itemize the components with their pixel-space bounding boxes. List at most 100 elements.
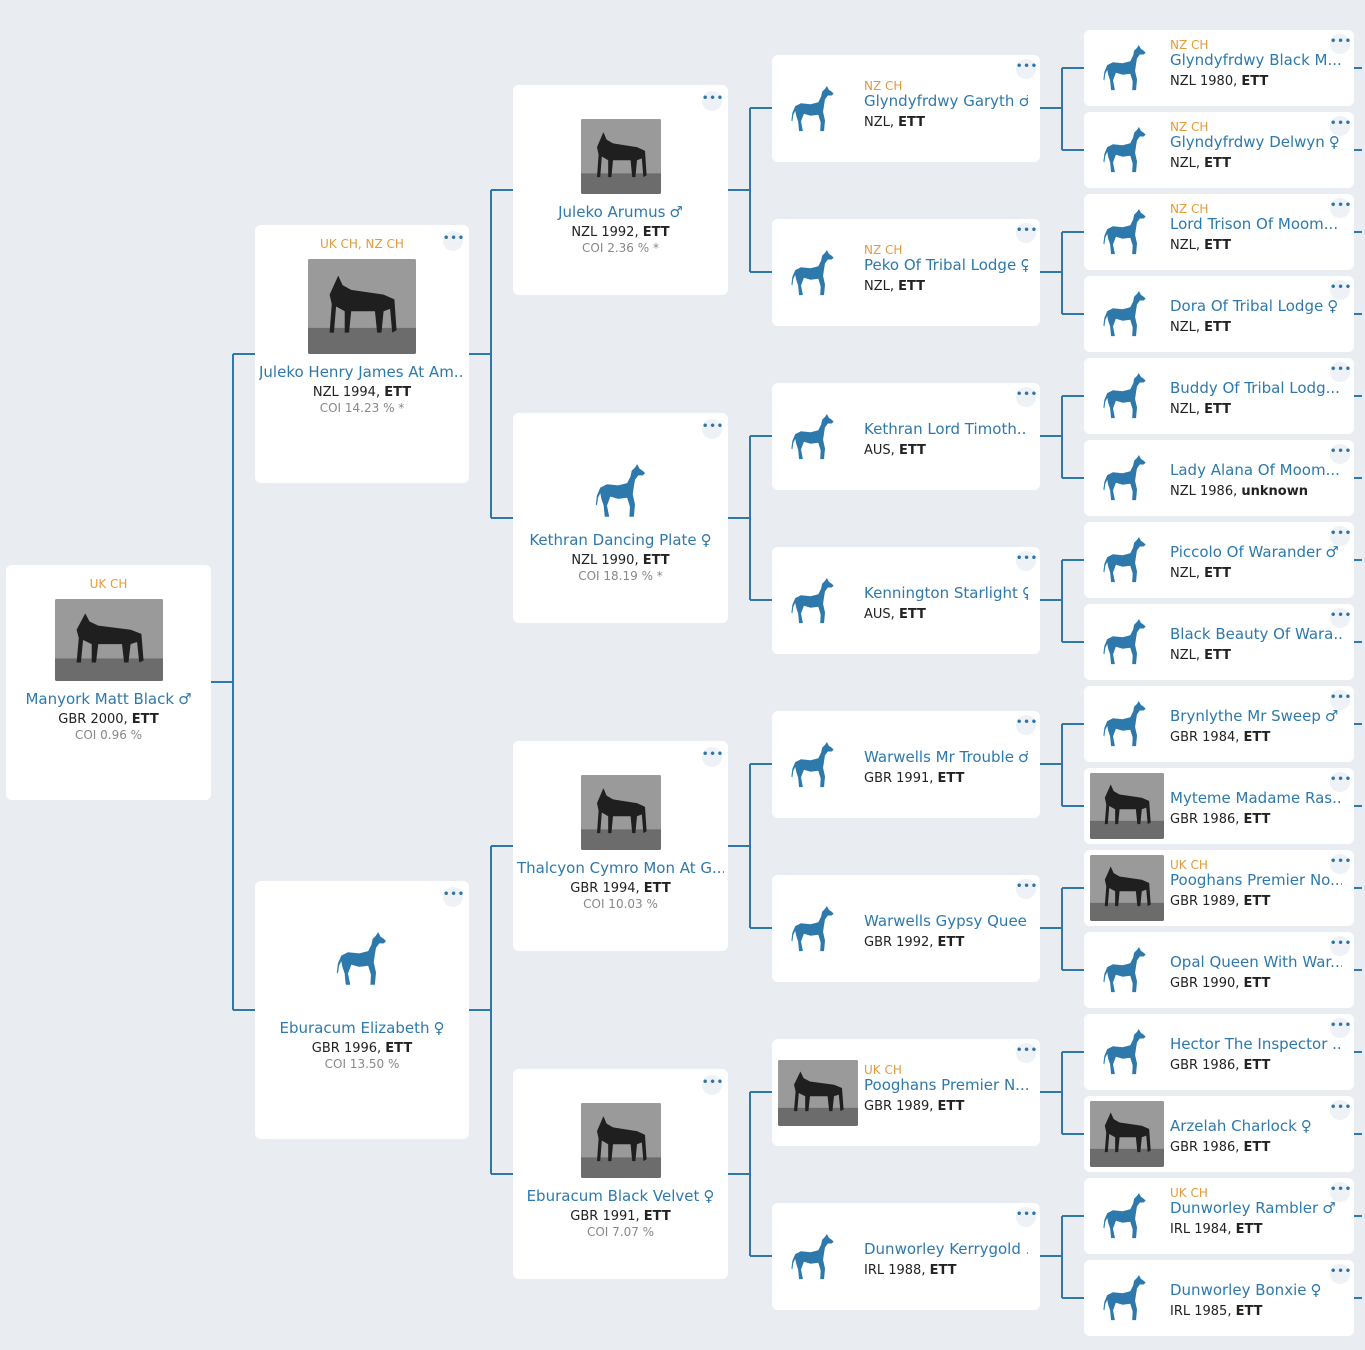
more-options-icon[interactable]: ••• — [1016, 387, 1037, 407]
more-options-icon[interactable]: ••• — [1330, 772, 1351, 792]
dog-name[interactable]: Warwells Mr Trouble♂ — [864, 747, 1028, 767]
more-options-icon[interactable]: ••• — [1330, 1018, 1351, 1038]
more-options-icon[interactable]: ••• — [1016, 1207, 1037, 1227]
dog-name[interactable]: Opal Queen With War... — [1170, 952, 1342, 972]
more-options-icon[interactable]: ••• — [1016, 223, 1037, 243]
dog-name[interactable]: Kethran Lord Timoth... — [864, 419, 1028, 439]
country-year: NZL 1990, — [571, 553, 643, 568]
dog-name[interactable]: Buddy Of Tribal Lodg... — [1170, 378, 1342, 398]
more-options-icon[interactable]: ••• — [702, 91, 723, 111]
pedigree-card[interactable]: •••Opal Queen With War...GBR 1990, ETT — [1084, 932, 1354, 1008]
dog-name[interactable]: Warwells Gypsy Quee... — [864, 911, 1028, 931]
pedigree-card[interactable]: •••Warwells Mr Trouble♂GBR 1991, ETT — [772, 711, 1040, 818]
dog-info: GBR 1989, ETT — [864, 1098, 964, 1115]
pedigree-card[interactable]: •••Arzelah Charlock♀GBR 1986, ETT — [1084, 1096, 1354, 1172]
more-options-icon[interactable]: ••• — [702, 419, 723, 439]
more-options-icon[interactable]: ••• — [1330, 280, 1351, 300]
more-options-icon[interactable]: ••• — [1330, 936, 1351, 956]
dog-name[interactable]: Brynlythe Mr Sweep♂ — [1170, 706, 1342, 726]
pedigree-card[interactable]: •••Thalcyon Cymro Mon At G...GBR 1994, E… — [513, 741, 728, 951]
dog-name[interactable]: Dunworley Kerrygold ... — [864, 1239, 1028, 1259]
dog-name[interactable]: Manyork Matt Black♂ — [10, 689, 207, 709]
more-options-icon[interactable]: ••• — [1330, 526, 1351, 546]
dog-name[interactable]: Kethran Dancing Plate♀ — [517, 530, 724, 550]
more-options-icon[interactable]: ••• — [1330, 34, 1351, 54]
dog-name[interactable]: Dunworley Bonxie♀ — [1170, 1280, 1342, 1300]
pedigree-card[interactable]: •••Buddy Of Tribal Lodg...NZL, ETT — [1084, 358, 1354, 434]
more-options-icon[interactable]: ••• — [1330, 198, 1351, 218]
dog-name[interactable]: Glyndyfrdwy Black M... — [1170, 50, 1342, 70]
more-options-icon[interactable]: ••• — [1330, 362, 1351, 382]
more-options-icon[interactable]: ••• — [702, 1075, 723, 1095]
dog-name[interactable]: Peko Of Tribal Lodge♀ — [864, 255, 1028, 275]
more-options-icon[interactable]: ••• — [1330, 1100, 1351, 1120]
dog-name[interactable]: Arzelah Charlock♀ — [1170, 1116, 1342, 1136]
pedigree-card[interactable]: •••Warwells Gypsy Quee...GBR 1992, ETT — [772, 875, 1040, 982]
pedigree-card[interactable]: •••Lady Alana Of Moom...NZL 1986, unknow… — [1084, 440, 1354, 516]
dog-name[interactable]: Dunworley Rambler♂ — [1170, 1198, 1342, 1218]
country-year: GBR 1989, — [864, 1099, 938, 1114]
pedigree-card[interactable]: •••Myteme Madame Ras...GBR 1986, ETT — [1084, 768, 1354, 844]
more-options-icon[interactable]: ••• — [1016, 1043, 1037, 1063]
title-badge: NZ CH — [1170, 120, 1209, 134]
dog-name[interactable]: Piccolo Of Warander♂ — [1170, 542, 1342, 562]
more-options-icon[interactable]: ••• — [1016, 715, 1037, 735]
dog-name[interactable]: Kennington Starlight♀ — [864, 583, 1028, 603]
pedigree-card[interactable]: •••Dora Of Tribal Lodge♀NZL, ETT — [1084, 276, 1354, 352]
dog-silhouette-icon — [1102, 454, 1148, 506]
more-options-icon[interactable]: ••• — [702, 747, 723, 767]
dog-name[interactable]: Black Beauty Of Wara... — [1170, 624, 1342, 644]
dog-name[interactable]: Glyndyfrdwy Garyth♂ — [864, 91, 1028, 111]
more-options-icon[interactable]: ••• — [443, 231, 464, 251]
more-options-icon[interactable]: ••• — [1330, 690, 1351, 710]
more-options-icon[interactable]: ••• — [1016, 551, 1037, 571]
more-options-icon[interactable]: ••• — [1330, 444, 1351, 464]
dog-name[interactable]: Hector The Inspector ... — [1170, 1034, 1342, 1054]
pedigree-card[interactable]: •••Black Beauty Of Wara...NZL, ETT — [1084, 604, 1354, 680]
more-options-icon[interactable]: ••• — [1330, 854, 1351, 874]
more-options-icon[interactable]: ••• — [1016, 879, 1037, 899]
dog-name[interactable]: Eburacum Elizabeth♀ — [259, 1018, 465, 1038]
pedigree-card[interactable]: •••Piccolo Of Warander♂NZL, ETT — [1084, 522, 1354, 598]
pedigree-card[interactable]: •••Brynlythe Mr Sweep♂GBR 1984, ETT — [1084, 686, 1354, 762]
title-badge: NZ CH — [1170, 38, 1209, 52]
dog-name[interactable]: Dora Of Tribal Lodge♀ — [1170, 296, 1342, 316]
pedigree-card[interactable]: •••Dunworley Bonxie♀IRL 1985, ETT — [1084, 1260, 1354, 1336]
more-options-icon[interactable]: ••• — [1330, 116, 1351, 136]
more-options-icon[interactable]: ••• — [1016, 59, 1037, 79]
pedigree-card[interactable]: •••Hector The Inspector ...GBR 1986, ETT — [1084, 1014, 1354, 1090]
pedigree-card[interactable]: •••Kennington Starlight♀AUS, ETT — [772, 547, 1040, 654]
more-options-icon[interactable]: ••• — [1330, 1182, 1351, 1202]
pedigree-card[interactable]: •••Dunworley Kerrygold ...IRL 1988, ETT — [772, 1203, 1040, 1310]
dog-name[interactable]: Eburacum Black Velvet♀ — [517, 1186, 724, 1206]
dog-name[interactable]: Myteme Madame Ras... — [1170, 788, 1342, 808]
dog-name[interactable]: Juleko Arumus♂ — [517, 202, 724, 222]
more-options-icon[interactable]: ••• — [1330, 1264, 1351, 1284]
more-options-icon[interactable]: ••• — [1330, 608, 1351, 628]
more-options-icon[interactable]: ••• — [443, 887, 464, 907]
pedigree-card[interactable]: •••Kethran Lord Timoth...AUS, ETT — [772, 383, 1040, 490]
dog-name[interactable]: Pooghans Premier No... — [1170, 870, 1342, 890]
dog-name[interactable]: Glyndyfrdwy Delwyn♀ — [1170, 132, 1342, 152]
dog-name[interactable]: Pooghans Premier N... — [864, 1075, 1028, 1095]
dog-name[interactable]: Lady Alana Of Moom... — [1170, 460, 1342, 480]
dog-name[interactable]: Juleko Henry James At Am... — [259, 362, 465, 382]
dog-name[interactable]: Thalcyon Cymro Mon At G... — [517, 858, 724, 878]
dog-silhouette-icon — [790, 1233, 836, 1285]
dog-name[interactable]: Lord Trison Of Moom... — [1170, 214, 1342, 234]
dog-silhouette-icon — [790, 577, 836, 629]
